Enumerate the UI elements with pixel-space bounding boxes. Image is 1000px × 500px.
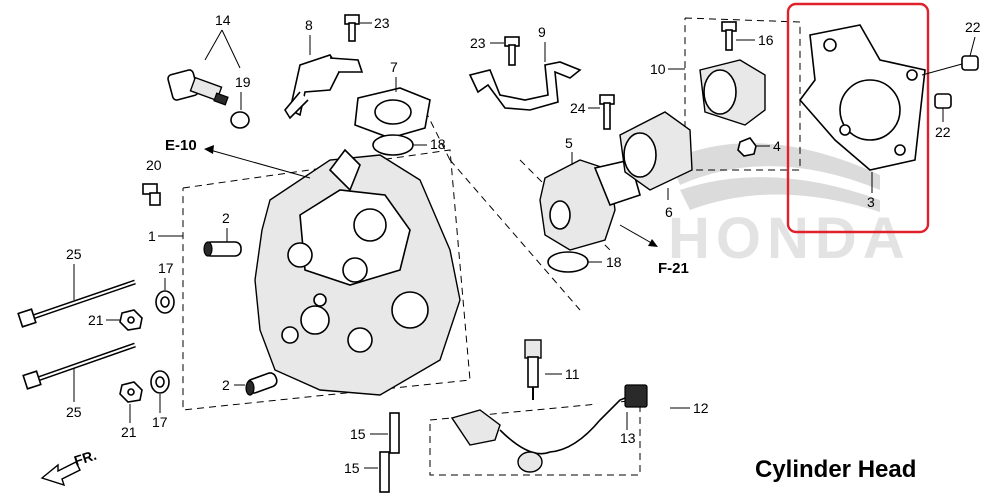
flange-bolt-20[interactable] bbox=[142, 183, 161, 206]
stud-15-upper[interactable] bbox=[389, 412, 400, 454]
callout-19: 19 bbox=[235, 74, 251, 90]
nut-upper[interactable] bbox=[119, 309, 143, 331]
nut-4[interactable] bbox=[737, 137, 757, 157]
bolt-23-left[interactable] bbox=[344, 14, 360, 42]
o-ring-19[interactable] bbox=[230, 111, 250, 129]
honda-wing-watermark: HONDA bbox=[668, 143, 911, 271]
diagram-title: Cylinder Head bbox=[755, 456, 916, 483]
callout-12: 12 bbox=[693, 400, 709, 416]
callout-10: 10 bbox=[650, 61, 666, 77]
washer-lower[interactable] bbox=[150, 370, 170, 394]
callout-17-upper: 17 bbox=[158, 260, 174, 276]
callout-1: 1 bbox=[148, 228, 156, 244]
washer-upper[interactable] bbox=[155, 290, 175, 314]
dowel-pin-lower[interactable] bbox=[245, 371, 279, 396]
bracket-9[interactable] bbox=[468, 61, 582, 111]
callout-25-upper: 25 bbox=[66, 246, 82, 262]
nut-lower[interactable] bbox=[119, 381, 143, 403]
highlight-box bbox=[786, 2, 930, 234]
o-ring-18-upper[interactable] bbox=[372, 134, 414, 156]
front-direction-arrow-icon bbox=[40, 461, 81, 487]
callout-2-upper: 2 bbox=[222, 210, 230, 226]
screw-16[interactable] bbox=[721, 21, 737, 51]
callout-4: 4 bbox=[773, 138, 781, 154]
callout-15-upper: 15 bbox=[350, 426, 366, 442]
honda-brand-text: HONDA bbox=[668, 206, 911, 271]
callout-21-lower: 21 bbox=[121, 424, 137, 440]
dowel-22-lower[interactable] bbox=[934, 93, 952, 109]
callout-3: 3 bbox=[867, 194, 875, 210]
callout-14: 14 bbox=[215, 12, 231, 28]
spark-plug-11[interactable] bbox=[524, 339, 542, 400]
band-10[interactable] bbox=[699, 59, 766, 126]
callout-24: 24 bbox=[570, 100, 586, 116]
insulator-5[interactable] bbox=[539, 159, 641, 251]
callout-18-lower: 18 bbox=[606, 254, 622, 270]
callout-2-lower: 2 bbox=[222, 377, 230, 393]
callout-7: 7 bbox=[390, 59, 398, 75]
callout-8: 8 bbox=[305, 17, 313, 33]
temperature-sensor[interactable] bbox=[167, 69, 229, 106]
stud-bolt-upper[interactable] bbox=[17, 279, 136, 328]
throttle-frame bbox=[684, 17, 801, 171]
callout-6: 6 bbox=[665, 204, 673, 220]
cam-sensor-12[interactable] bbox=[450, 384, 648, 473]
callout-20: 20 bbox=[146, 157, 162, 173]
callout-21-upper: 21 bbox=[88, 312, 104, 328]
bracket-8[interactable] bbox=[284, 54, 364, 120]
bolt-24[interactable] bbox=[599, 94, 615, 130]
callout-13: 13 bbox=[620, 430, 636, 446]
bolt-23-right[interactable] bbox=[504, 36, 520, 66]
gasket-7[interactable] bbox=[354, 87, 431, 139]
callout-11: 11 bbox=[565, 366, 580, 382]
callout-25-lower: 25 bbox=[66, 404, 82, 420]
gasket-3[interactable] bbox=[798, 24, 926, 171]
callout-23-right: 23 bbox=[470, 35, 486, 51]
direction-label: FR. bbox=[72, 447, 98, 469]
throttle-joint-6[interactable] bbox=[619, 111, 693, 191]
dowel-pin-upper[interactable] bbox=[203, 241, 242, 257]
o-ring-18-lower[interactable] bbox=[547, 251, 589, 273]
ref-f21: F-21 bbox=[658, 260, 689, 277]
dowel-22-upper[interactable] bbox=[961, 55, 979, 71]
cylinder-head[interactable] bbox=[254, 148, 461, 396]
ref-e10: E-10 bbox=[165, 137, 197, 154]
stud-bolt-lower[interactable] bbox=[22, 342, 136, 390]
stud-15-lower[interactable] bbox=[379, 451, 390, 493]
callout-18-upper: 18 bbox=[430, 136, 446, 152]
callout-22-upper: 22 bbox=[965, 19, 981, 35]
callout-5: 5 bbox=[565, 135, 573, 151]
callout-15-lower: 15 bbox=[344, 460, 360, 476]
callout-9: 9 bbox=[538, 24, 546, 40]
callout-23-left: 23 bbox=[374, 15, 390, 31]
callout-17-lower: 17 bbox=[152, 414, 168, 430]
callout-16: 16 bbox=[758, 32, 774, 48]
callout-22-lower: 22 bbox=[935, 124, 951, 140]
